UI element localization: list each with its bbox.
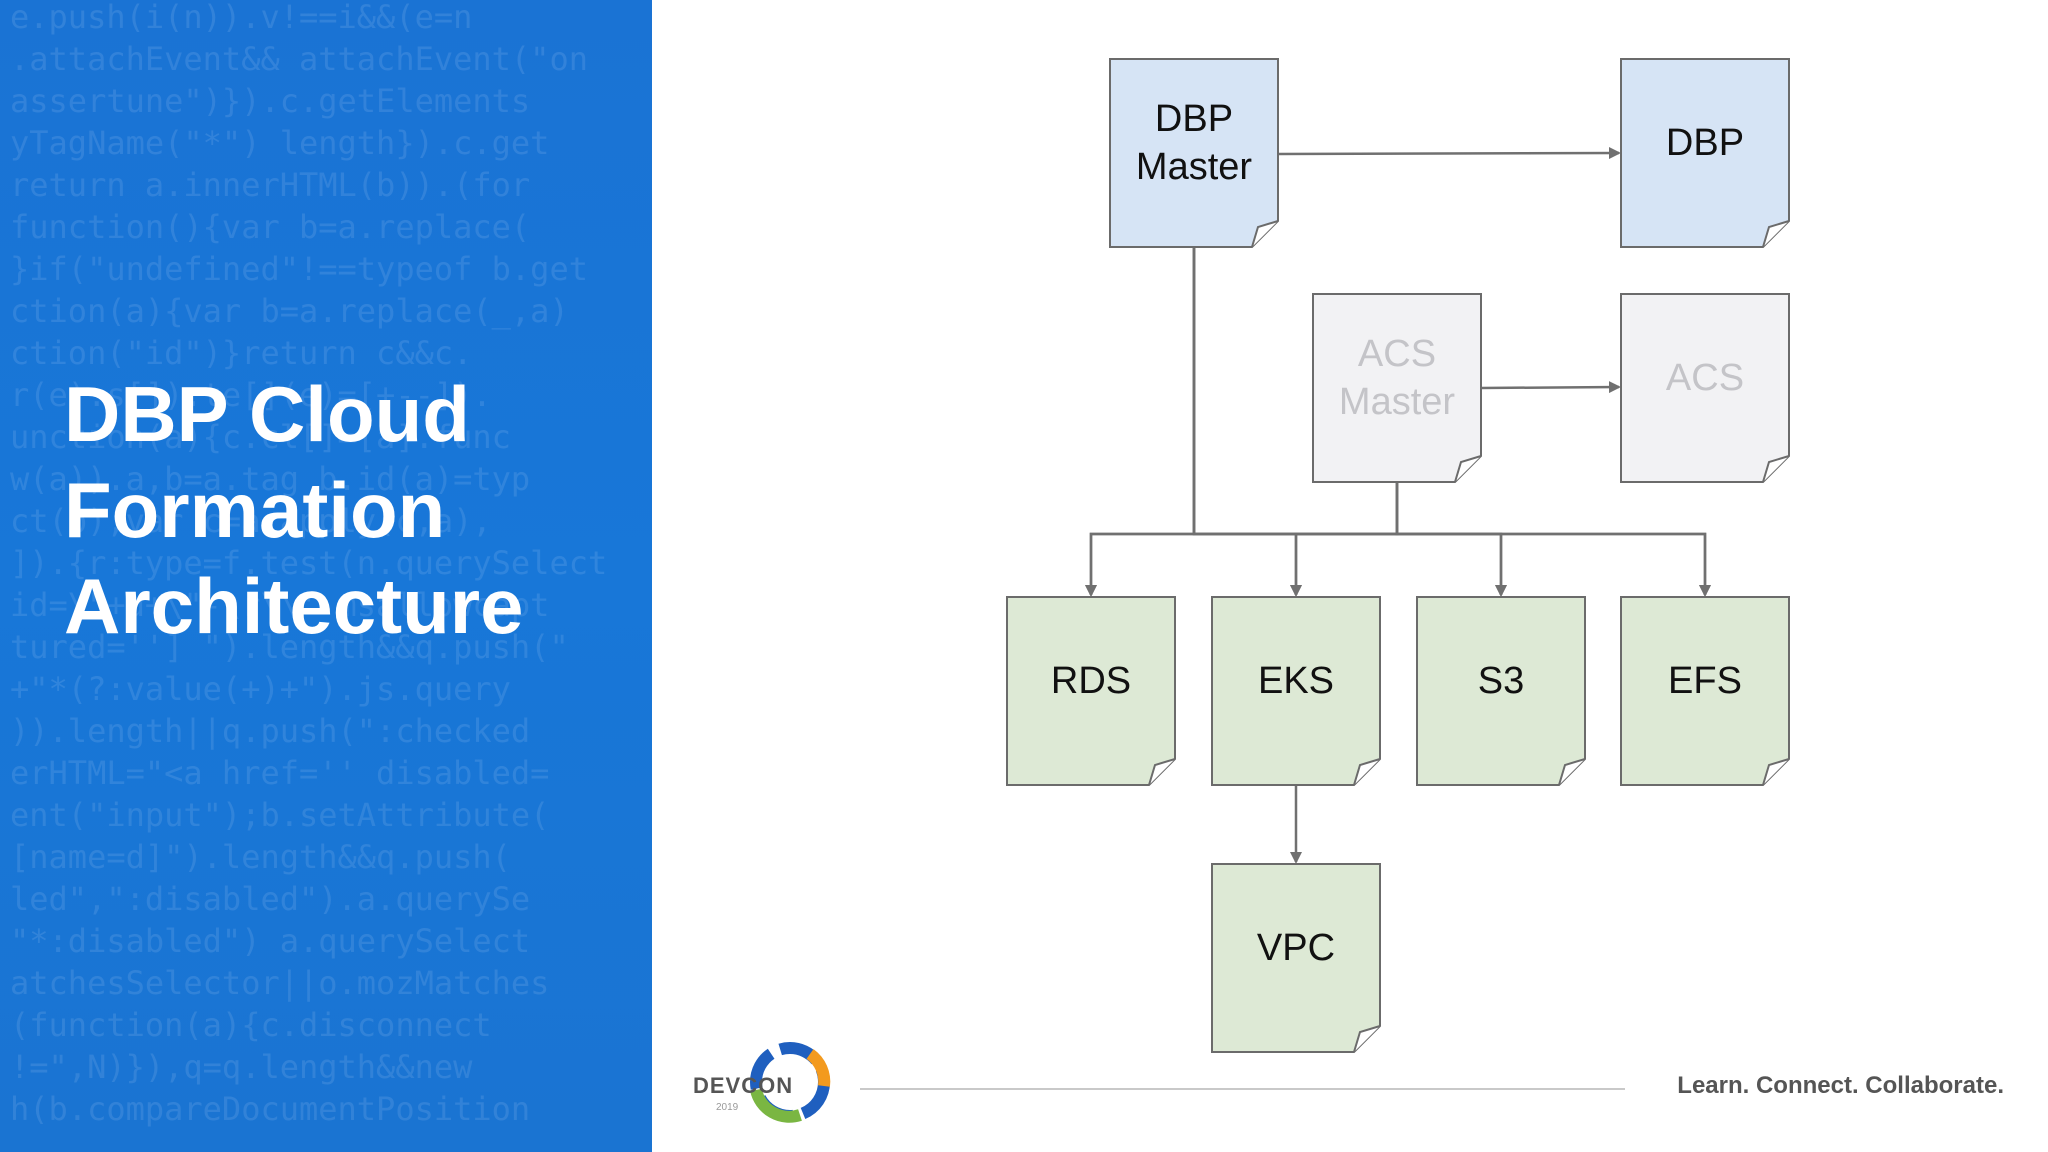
svg-text:!=",N)}),q=q.length&&new: !=",N)}),q=q.length&&new xyxy=(10,1048,473,1086)
svg-text:id=\"+u+\"-\r\\' msallowcapt: id=\"+u+\"-\r\\' msallowcapt xyxy=(10,586,549,624)
svg-text:w(a)).a,b=a.tag b.id(a)=typ: w(a)).a,b=a.tag b.id(a)=typ xyxy=(10,460,530,498)
svg-text:}if("undefined"!==typeof b.get: }if("undefined"!==typeof b.get xyxy=(10,250,588,288)
slide-title-line-2: Formation xyxy=(64,466,446,554)
node-acs-master: ACS Master xyxy=(1312,293,1482,483)
svg-text:erHTML="<a href='' disabled=: erHTML="<a href='' disabled= xyxy=(10,754,549,792)
svg-text:r(e).s[]).te[](e)=[+--]).: r(e).s[]).te[](e)=[+--]). xyxy=(10,376,492,414)
edge-acs-master-to-rds xyxy=(1085,482,1399,597)
node-label: S3 xyxy=(1478,660,1524,702)
node-label: DBP xyxy=(1155,98,1233,140)
node-rds: RDS xyxy=(1006,596,1176,786)
node-label: EKS xyxy=(1258,660,1334,702)
node-label: RDS xyxy=(1051,660,1131,702)
devcon-logo-year: 2019 xyxy=(716,1102,739,1113)
svg-text:return a.innerHTML(b)).(for: return a.innerHTML(b)).(for xyxy=(10,166,530,204)
footer-divider xyxy=(860,1088,1625,1090)
svg-text:e.push(i(n)).v!==i&&(e=n: e.push(i(n)).v!==i&&(e=n xyxy=(10,0,472,36)
svg-text:(function(a){c.disconnect: (function(a){c.disconnect xyxy=(10,1006,492,1044)
node-label: DBP xyxy=(1666,122,1744,164)
node-label: Master xyxy=(1136,146,1252,188)
devcon-logo-text: DEVCON xyxy=(693,1073,794,1098)
svg-text:function(){var b=a.replace(: function(){var b=a.replace( xyxy=(10,208,530,246)
svg-text:ct(b);var c=a.apply(c,a),: ct(b);var c=a.apply(c,a), xyxy=(10,502,492,540)
node-fold-corner xyxy=(1762,758,1790,786)
node-efs: EFS xyxy=(1620,596,1790,786)
node-fold-corner xyxy=(1353,758,1381,786)
edge-acs-master-to-s3 xyxy=(1395,482,1507,597)
node-fold-corner xyxy=(1762,220,1790,248)
node-s3: S3 xyxy=(1416,596,1586,786)
node-label: ACS xyxy=(1666,357,1744,399)
node-fold-corner xyxy=(1251,220,1279,248)
node-label: VPC xyxy=(1257,927,1335,969)
svg-text:ent("input");b.setAttribute(: ent("input");b.setAttribute( xyxy=(10,796,549,834)
node-dbp: DBP xyxy=(1620,58,1790,248)
node-eks: EKS xyxy=(1211,596,1381,786)
node-fold-corner xyxy=(1558,758,1586,786)
edge-acs-master-to-acs xyxy=(1480,381,1621,394)
node-dbp-master: DBP Master xyxy=(1109,58,1279,248)
svg-text:atchesSelector||o.mozMatches: atchesSelector||o.mozMatches xyxy=(10,964,549,1002)
svg-text:assertune")}).c.getElements: assertune")}).c.getElements xyxy=(10,82,530,120)
title-panel: e.push(i(n)).v!==i&&(e=n .attachEvent&& … xyxy=(0,0,652,1152)
svg-text:+"*(?:value(+)+").js.query: +"*(?:value(+)+").js.query xyxy=(10,670,511,708)
footer-tagline: Learn. Connect. Collaborate. xyxy=(1677,1072,2004,1099)
edge-acs-master-to-eks xyxy=(1290,482,1399,597)
devcon-logo xyxy=(750,1042,831,1123)
node-vpc: VPC xyxy=(1211,863,1381,1053)
node-fold-corner xyxy=(1454,455,1482,483)
node-fold-corner xyxy=(1762,455,1790,483)
svg-text:[name=d]").length&&q.push(: [name=d]").length&&q.push( xyxy=(10,838,511,876)
slide-title-line-1: DBP Cloud xyxy=(64,370,470,458)
edge-dbp-master-to-eks xyxy=(1192,247,1302,597)
svg-text:]).{r:type=f.test(n.querySelec: ]).{r:type=f.test(n.querySelect xyxy=(10,544,607,582)
svg-text:unction(a){c.cl[]=[a].func: unction(a){c.cl[]=[a].func xyxy=(10,418,511,456)
code-background-texture: e.push(i(n)).v!==i&&(e=n .attachEvent&& … xyxy=(10,0,607,1128)
node-label: Master xyxy=(1339,381,1455,423)
svg-text:h(b.compareDocumentPosition: h(b.compareDocumentPosition xyxy=(10,1090,530,1128)
svg-text:tured=''] ").length&&q.push(": tured=''] ").length&&q.push(" xyxy=(10,628,569,666)
node-fold-corner xyxy=(1353,1025,1381,1053)
svg-text:led",":disabled").a.querySe: led",":disabled").a.querySe xyxy=(10,880,530,918)
edge-dbp-master-to-rds xyxy=(1085,247,1196,597)
edge-dbp-master-to-dbp xyxy=(1277,147,1621,160)
slide-title: DBP Cloud Formation Architecture xyxy=(64,366,624,654)
svg-text:.attachEvent&& attachEvent("on: .attachEvent&& attachEvent("on xyxy=(10,40,588,78)
svg-text:ction("id")}return c&&c.: ction("id")}return c&&c. xyxy=(10,334,472,372)
node-label: ACS xyxy=(1358,333,1436,375)
edge-acs-master-to-efs xyxy=(1395,482,1711,597)
svg-text:yTagName("*") length}).c.get: yTagName("*") length}).c.get xyxy=(10,124,549,162)
node-label: EFS xyxy=(1668,660,1742,702)
svg-text:"*:disabled") a.querySelect: "*:disabled") a.querySelect xyxy=(10,922,530,960)
node-fold-corner xyxy=(1148,758,1176,786)
node-acs: ACS xyxy=(1620,293,1790,483)
slide-title-line-3: Architecture xyxy=(64,562,524,650)
connector-lines xyxy=(1085,147,1711,864)
svg-text:)).length||q.push(":checked: )).length||q.push(":checked xyxy=(10,712,530,750)
svg-text:ction(a){var b=a.replace(_,a): ction(a){var b=a.replace(_,a) xyxy=(10,292,569,330)
